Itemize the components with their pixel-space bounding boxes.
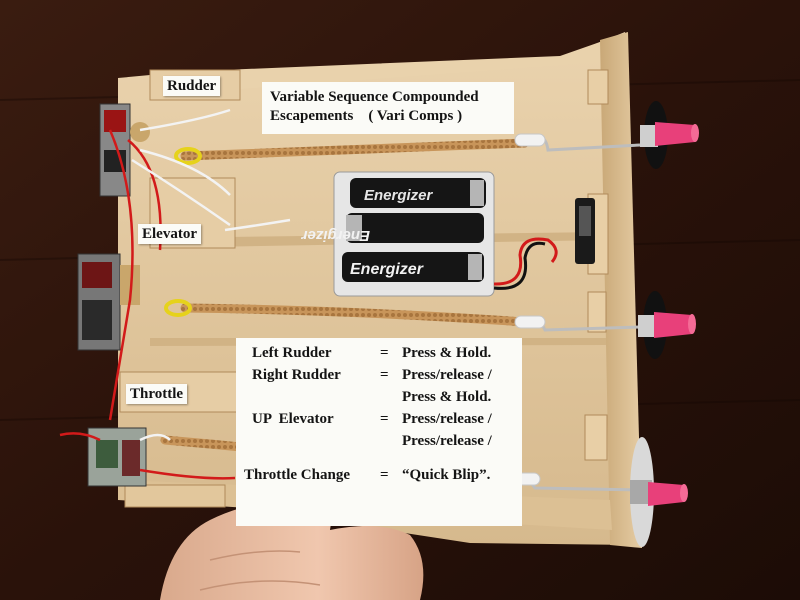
left-switch-middle — [77, 253, 140, 351]
battery-brand-3: Energizer — [350, 261, 424, 278]
rudder-label: Rudder — [163, 76, 221, 96]
legend-value: Press & Hold. — [402, 389, 492, 405]
title-line-2: Escapements ( Vari Comps ) — [270, 108, 463, 124]
control-legend-card: Left Rudder = Press & Hold. Right Rudder… — [236, 338, 522, 526]
right-block-top — [587, 69, 609, 105]
right-rail — [600, 32, 642, 548]
battery-1 — [350, 178, 486, 208]
battery-brand-2: Energizer — [300, 227, 370, 244]
legend-row-left-rudder: Left Rudder = Press & Hold. — [242, 342, 516, 364]
legend-row-right-rudder-cont: Press & Hold. — [242, 386, 516, 408]
legend-value: Press/release / — [402, 411, 492, 427]
knob-middle — [638, 291, 696, 359]
elevator-label: Elevator — [138, 224, 201, 244]
right-block-low — [587, 291, 607, 333]
rubber-band-middle — [180, 303, 530, 327]
yellow-clip-top — [174, 147, 202, 165]
legend-row-up-elevator-cont: Press/release / — [242, 430, 516, 452]
battery-brand-1: Energizer — [364, 187, 434, 204]
knob-top — [640, 101, 699, 169]
legend-equals: = — [380, 367, 389, 383]
title-card: Variable Sequence Compounded Escapements… — [262, 82, 514, 134]
legend-key: Throttle Change — [244, 467, 350, 483]
legend-row-up-elevator: UP Elevator = Press/release / — [242, 408, 516, 430]
top-rail — [150, 42, 600, 95]
legend-value: Press/release / — [402, 367, 492, 383]
legend-row-throttle-change: Throttle Change = “Quick Blip”. — [242, 464, 516, 486]
yellow-clip-mid — [164, 299, 192, 317]
title-line-1: Variable Sequence Compounded — [270, 89, 479, 105]
battery-3 — [342, 252, 484, 282]
legend-equals: = — [380, 467, 389, 483]
legend-equals: = — [380, 411, 389, 427]
rubber-band-top — [180, 138, 530, 161]
legend-value: Press & Hold. — [402, 345, 492, 361]
legend-key: Right Rudder — [252, 367, 341, 383]
battery-wire-red — [493, 237, 558, 286]
battery-holder: Energizer Energizer Energizer — [300, 171, 495, 297]
legend-key: UP Elevator — [252, 411, 334, 427]
legend-row-right-rudder: Right Rudder = Press/release / — [242, 364, 516, 386]
battery-2 — [346, 213, 484, 243]
throttle-label: Throttle — [126, 384, 188, 404]
bottom-left-block — [124, 484, 226, 508]
legend-value: Press/release / — [402, 433, 492, 449]
legend-key: Left Rudder — [252, 345, 332, 361]
left-switch-bottom — [87, 427, 147, 487]
left-wires — [59, 108, 291, 480]
legend-value: “Quick Blip”. — [402, 467, 491, 483]
knob-bottom — [630, 437, 688, 547]
legend-equals: = — [380, 345, 389, 361]
slide-switch — [575, 198, 595, 264]
battery-wire-black — [493, 241, 546, 290]
right-block-bottom — [584, 414, 608, 461]
